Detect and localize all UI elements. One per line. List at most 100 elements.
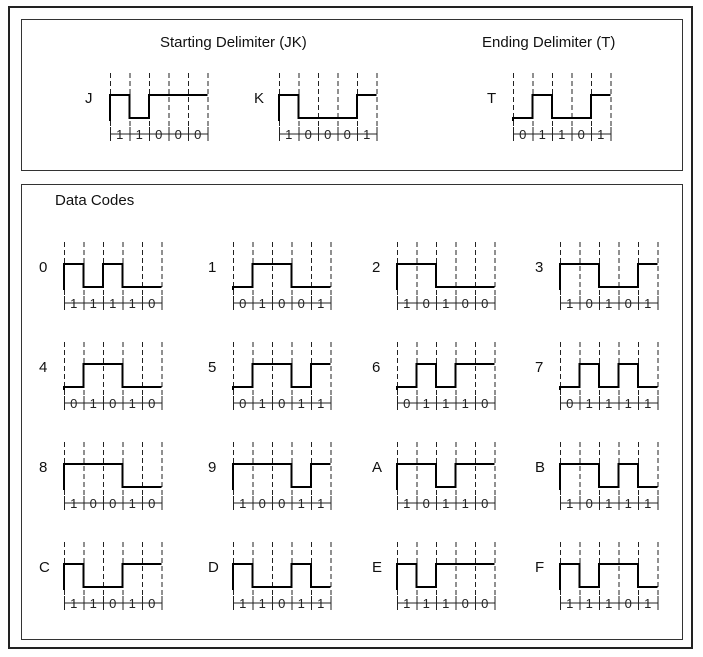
bit-value: 0 (423, 496, 430, 511)
bit-value: 1 (136, 127, 143, 142)
bit-value: 1 (70, 596, 77, 611)
data-code-2-label: 2 (372, 259, 381, 276)
bit-value: 0 (109, 596, 116, 611)
starting-delimiter-title: Starting Delimiter (JK) (160, 34, 307, 51)
bit-value: 1 (423, 596, 430, 611)
bit-value: 1 (442, 296, 449, 311)
bit-value: 1 (566, 496, 573, 511)
signal-waveform (559, 263, 658, 290)
bit-value: 1 (298, 496, 305, 511)
bit-value: 0 (148, 396, 155, 411)
bit-value: 0 (481, 396, 488, 411)
bit-value: 0 (586, 496, 593, 511)
bit-value: 0 (625, 596, 632, 611)
data-code-1-label: 1 (208, 259, 217, 276)
bit-value: 1 (462, 496, 469, 511)
data-code-4-label: 4 (39, 359, 48, 376)
bit-value: 1 (298, 596, 305, 611)
bit-value: 0 (148, 296, 155, 311)
signal-waveform (559, 563, 658, 590)
bit-value: 0 (278, 496, 285, 511)
delimiter-t-label: T (487, 90, 497, 107)
ending-delimiter-title: Ending Delimiter (T) (482, 34, 616, 51)
delimiter-panel (21, 19, 683, 171)
signal-waveform (232, 563, 331, 590)
bit-value: 1 (625, 396, 632, 411)
bit-value: 0 (305, 127, 312, 142)
bit-value: 0 (462, 596, 469, 611)
data-code-0-label: 0 (39, 259, 48, 276)
data-code-9-label: 9 (208, 459, 217, 476)
bit-value: 0 (278, 596, 285, 611)
bit-value: 0 (239, 296, 246, 311)
bit-value: 1 (116, 127, 123, 142)
bit-value: 1 (566, 596, 573, 611)
bit-value: 0 (403, 396, 410, 411)
bit-value: 0 (148, 596, 155, 611)
data-code-e-label: E (372, 559, 383, 576)
bit-value: 0 (155, 127, 162, 142)
data-code-7-label: 7 (535, 359, 544, 376)
signal-waveform (109, 94, 208, 121)
bit-value: 0 (109, 496, 116, 511)
bit-value: 0 (586, 296, 593, 311)
bit-value: 0 (481, 296, 488, 311)
bit-value: 0 (625, 296, 632, 311)
bit-value: 1 (90, 396, 97, 411)
bit-value: 0 (259, 496, 266, 511)
signal-waveform (512, 94, 611, 121)
bit-value: 0 (70, 396, 77, 411)
bit-value: 1 (129, 396, 136, 411)
signal-waveform (63, 263, 162, 290)
bit-value: 0 (148, 496, 155, 511)
bit-value: 1 (442, 396, 449, 411)
bit-value: 1 (317, 496, 324, 511)
bit-value: 1 (644, 596, 651, 611)
bit-value: 1 (70, 496, 77, 511)
signal-waveform (559, 463, 658, 490)
signal-waveform (559, 363, 658, 390)
bit-value: 0 (578, 127, 585, 142)
bit-value: 1 (605, 396, 612, 411)
data-code-a-label: A (372, 459, 383, 476)
bit-value: 0 (298, 296, 305, 311)
bit-value: 1 (644, 296, 651, 311)
bit-value: 1 (285, 127, 292, 142)
bit-value: 1 (644, 496, 651, 511)
signal-waveform (63, 363, 162, 390)
bit-value: 1 (625, 496, 632, 511)
bit-value: 0 (175, 127, 182, 142)
bit-value: 1 (605, 296, 612, 311)
data-code-f-label: F (535, 559, 545, 576)
bit-value: 0 (481, 496, 488, 511)
bit-value: 1 (558, 127, 565, 142)
bit-value: 1 (239, 496, 246, 511)
bit-value: 1 (363, 127, 370, 142)
signal-waveform (278, 94, 377, 121)
bit-value: 0 (324, 127, 331, 142)
data-code-3-label: 3 (535, 259, 544, 276)
signal-waveform (232, 463, 331, 490)
signal-waveform (63, 463, 162, 490)
bit-value: 1 (317, 596, 324, 611)
bit-value: 0 (423, 296, 430, 311)
bit-value: 0 (109, 396, 116, 411)
data-code-5-label: 5 (208, 359, 217, 376)
bit-value: 1 (566, 296, 573, 311)
bit-value: 1 (403, 596, 410, 611)
